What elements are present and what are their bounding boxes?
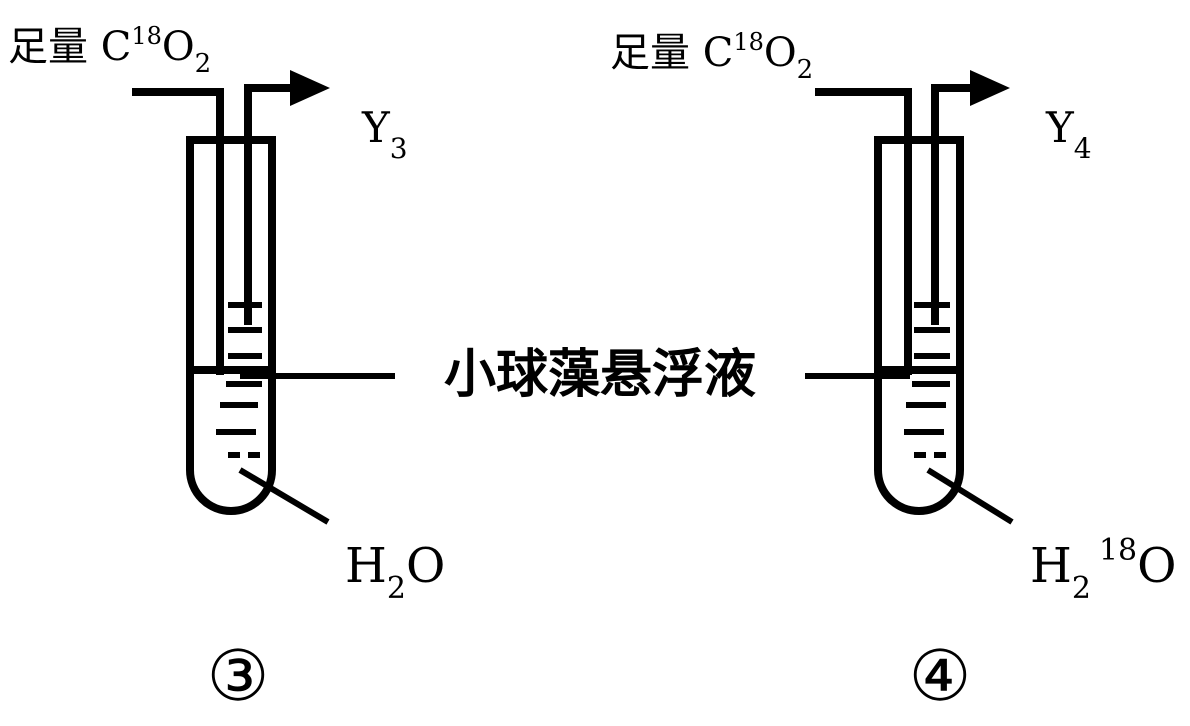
- product-label-3: Y3: [361, 103, 408, 165]
- setup-number-3: ③: [207, 635, 270, 717]
- water-pointer-3: [238, 467, 330, 525]
- liquid-dashes-4: [904, 302, 950, 458]
- setup-3: 足量 C18O2 Y3 H2O: [8, 22, 445, 717]
- product-label-4: Y4: [1045, 103, 1092, 165]
- inlet-tube-3: [132, 88, 224, 375]
- water-label-4: H218O: [1030, 533, 1177, 606]
- outlet-tube-3: [244, 84, 295, 325]
- test-tube-4: [874, 136, 964, 515]
- outlet-tube-4: [931, 84, 975, 325]
- water-pointer-4: [926, 467, 1014, 525]
- inlet-tube-4: [815, 88, 912, 375]
- setup-4: 足量 C18O2 Y4 H218O: [610, 28, 1177, 717]
- water-label-3: H2O: [345, 538, 445, 606]
- gas-label-4: 足量 C18O2: [610, 28, 813, 85]
- suspension-label-group: 小球藻悬浮液: [240, 345, 910, 405]
- liquid-dashes-3: [216, 302, 262, 458]
- setup-number-4: ④: [909, 635, 972, 717]
- test-tube-3: [186, 136, 276, 515]
- suspension-label: 小球藻悬浮液: [444, 345, 756, 405]
- outlet-arrow-3: [290, 70, 330, 106]
- gas-label-3: 足量 C18O2: [8, 22, 211, 79]
- outlet-arrow-4: [970, 70, 1010, 106]
